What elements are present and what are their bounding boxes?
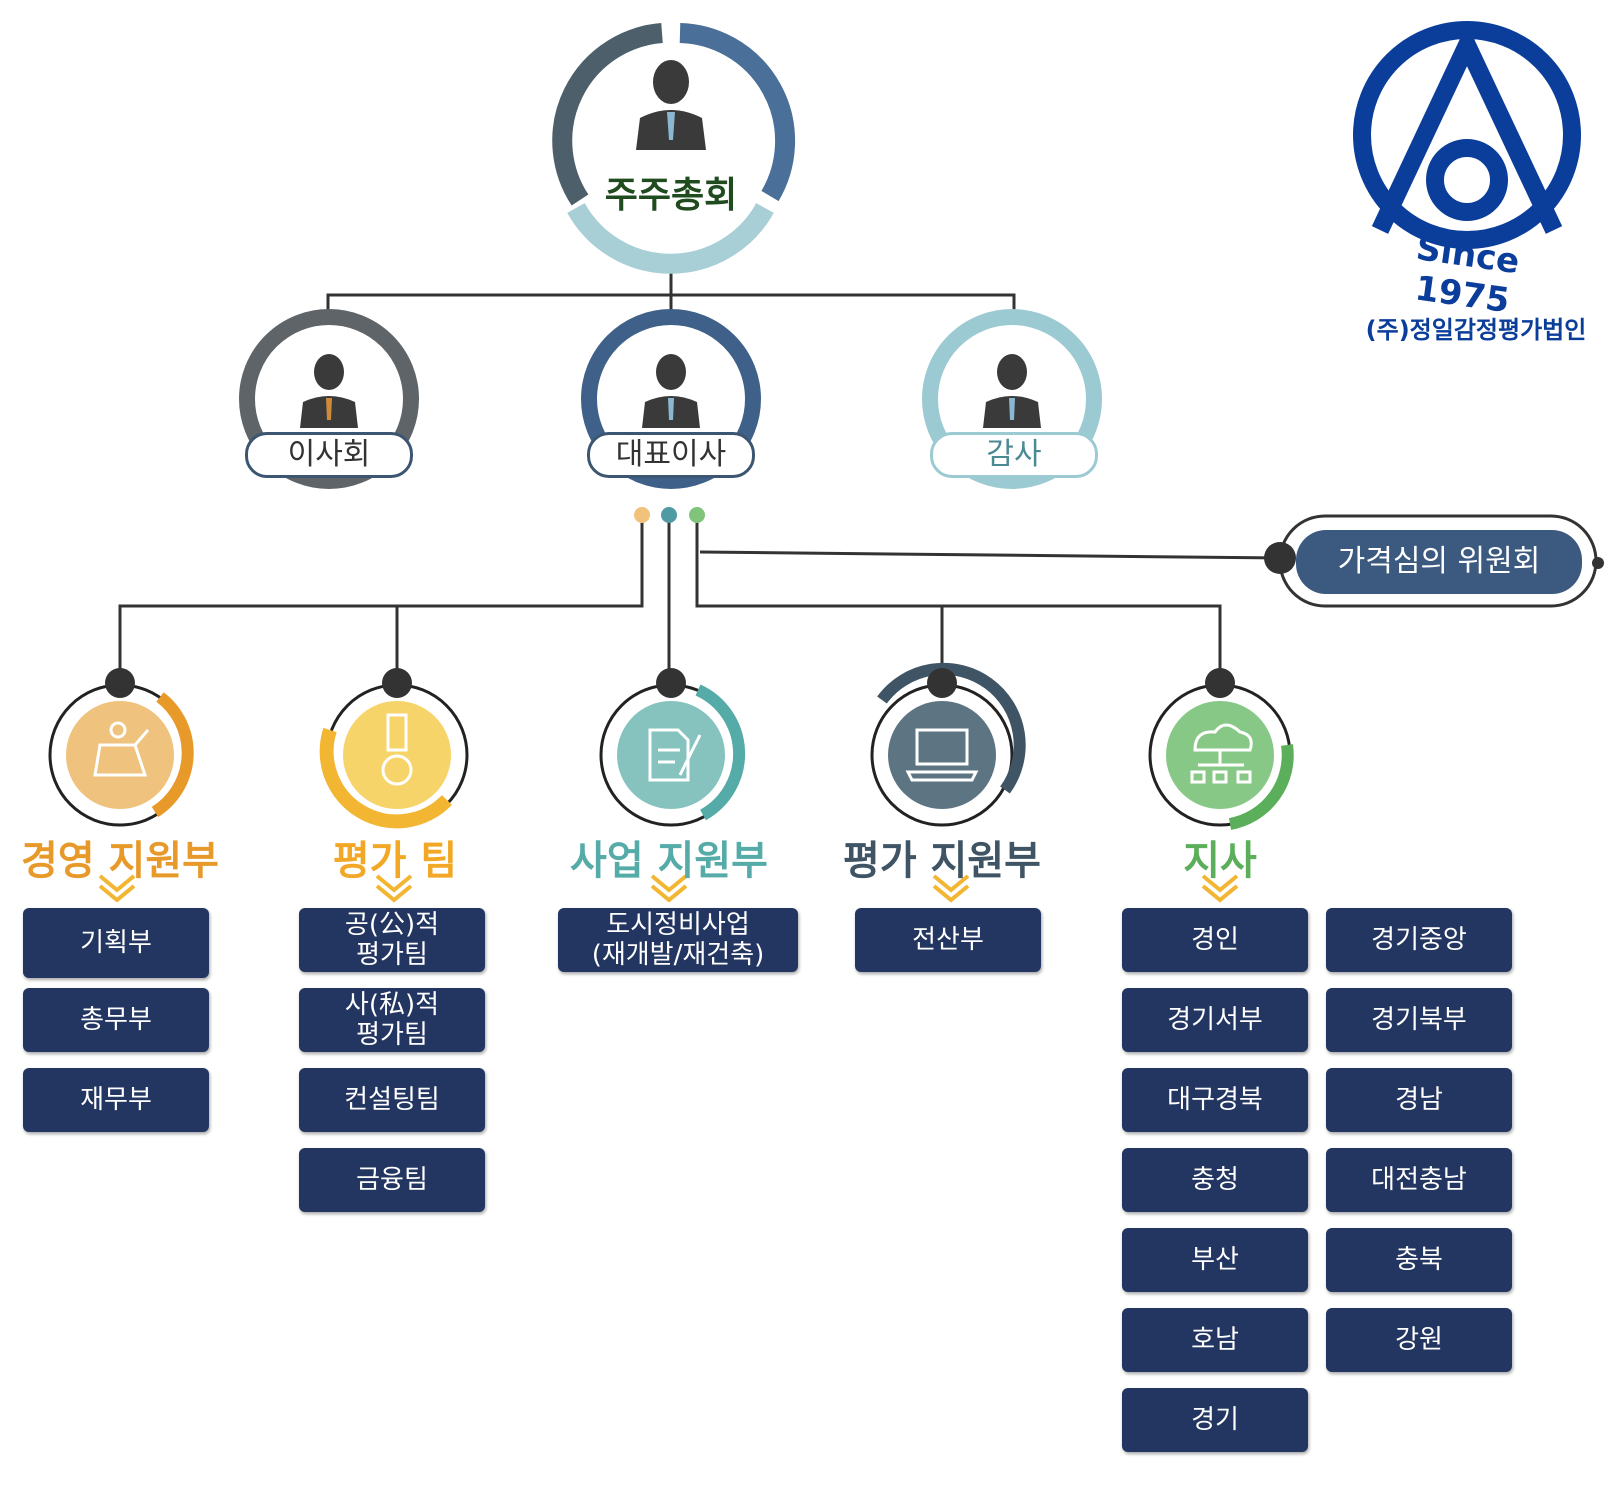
unit-box: 부산 [1122,1228,1308,1292]
medal-icon [381,713,413,786]
unit-box: 공(公)적 평가팀 [299,908,485,972]
shareholders-title: 주주총회 [604,175,738,216]
auditor-label: 감사 [930,432,1098,478]
ceo-label: 대표이사 [587,432,755,478]
price-review-committee: 가격심의 위원회 [1296,530,1582,594]
unit-box: 충청 [1122,1148,1308,1212]
unit-box: 호남 [1122,1308,1308,1372]
dot-teal [661,507,677,523]
unit-box: 컨설팅팀 [299,1068,485,1132]
person-icon-shareholders [636,60,706,150]
unit-box: 강원 [1326,1308,1512,1372]
dept-title-evaluation-team: 평가 팀 [332,838,458,884]
person-icon-board [300,354,358,428]
dept-title-business: 사업 지원부 [570,838,768,884]
unit-box: 금융팀 [299,1148,485,1212]
company-name: (주)정일감정평가법인 [1365,316,1587,344]
unit-box: 대구경북 [1122,1068,1308,1132]
document-pen-icon [648,728,702,782]
cloud-network-icon [1190,723,1253,784]
unit-box: 경기서부 [1122,988,1308,1052]
dept-ring-2 [599,668,746,827]
dept-title-management: 경영 지원부 [21,838,219,884]
unit-box: 총무부 [23,988,209,1052]
unit-box: 충북 [1326,1228,1512,1292]
chevrons [98,874,1239,903]
unit-box: 경기중앙 [1326,908,1512,972]
unit-box: 경남 [1326,1068,1512,1132]
dot-green [689,507,705,523]
unit-box: 도시정비사업 (재개발/재건축) [558,908,798,972]
dept-ring-0 [48,668,194,827]
board-label: 이사회 [245,432,413,478]
unit-box: 사(私)적 평가팀 [299,988,485,1052]
committee-node [1264,542,1296,574]
unit-box: 경기 [1122,1388,1308,1452]
person-icon-ceo [642,354,700,428]
dot-orange [634,507,650,523]
person-icon-auditor [983,354,1041,428]
unit-box: 재무부 [23,1068,209,1132]
presenter-icon [93,721,150,777]
dept-title-eval-support: 평가 지원부 [843,838,1041,884]
unit-box: 경인 [1122,908,1308,972]
dept-title-branch: 지사 [1183,838,1257,884]
dept-ring-4 [1148,668,1294,830]
unit-box: 기획부 [23,908,209,978]
unit-box: 대전충남 [1326,1148,1512,1212]
unit-box: 전산부 [855,908,1041,972]
dept-ring-3 [870,662,1026,827]
company-logo [1353,21,1581,249]
laptop-icon [905,728,979,782]
dept-ring-1 [319,668,469,829]
unit-box: 경기북부 [1326,988,1512,1052]
